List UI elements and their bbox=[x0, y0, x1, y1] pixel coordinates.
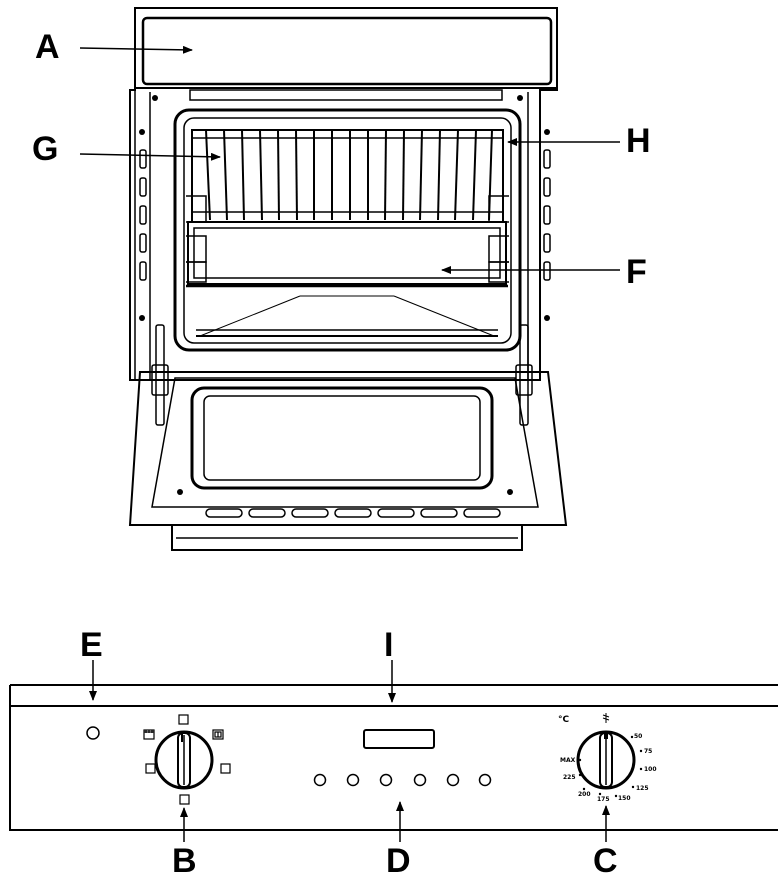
callout-a-arrow bbox=[79, 45, 193, 54]
door-hinges bbox=[151, 324, 533, 426]
control-button-3[interactable] bbox=[379, 773, 393, 787]
control-panel bbox=[9, 684, 778, 831]
baking-tray bbox=[186, 221, 508, 288]
fan-symbol-icon bbox=[145, 763, 156, 774]
shelf-guides bbox=[186, 195, 509, 283]
callout-a: A bbox=[35, 28, 60, 66]
door-screws bbox=[177, 489, 513, 495]
thermostat-mark-100: 100 bbox=[644, 766, 657, 773]
thermostat-mark-50: 50 bbox=[634, 733, 642, 740]
thermostat-mark-175: 175 bbox=[597, 796, 610, 803]
callout-h: H bbox=[626, 122, 651, 160]
top-heat-symbol-icon bbox=[143, 729, 155, 740]
oven-cabinet bbox=[129, 7, 558, 381]
function-selector-knob[interactable] bbox=[154, 730, 214, 790]
callout-g-arrow bbox=[79, 152, 221, 161]
thermostat-mark-200: 200 bbox=[578, 791, 591, 798]
control-button-4[interactable] bbox=[413, 773, 427, 787]
thermostat-mark-150: 150 bbox=[618, 795, 631, 802]
callout-e: E bbox=[80, 626, 103, 664]
defrost-symbol-icon bbox=[179, 794, 190, 805]
thermostat-scale: °C 50 75 100 125 150 175 200 225 MAX bbox=[558, 713, 657, 803]
callout-g: G bbox=[32, 130, 58, 168]
callout-d: D bbox=[386, 842, 411, 880]
callout-i: I bbox=[384, 626, 393, 664]
thermostat-mark-125: 125 bbox=[636, 785, 649, 792]
side-vents bbox=[139, 149, 551, 281]
thermostat-mark-max: MAX bbox=[560, 757, 576, 764]
oven-door bbox=[128, 371, 568, 551]
grill-symbol-icon bbox=[212, 729, 224, 740]
control-button-2[interactable] bbox=[346, 773, 360, 787]
control-button-1[interactable] bbox=[313, 773, 327, 787]
bottom-heat-symbol-icon bbox=[220, 763, 231, 774]
timer-display bbox=[363, 729, 435, 749]
cabinet-screws bbox=[139, 95, 550, 321]
function-symbols bbox=[143, 714, 231, 805]
thermostat-unit-label: °C bbox=[558, 715, 570, 725]
thermostat-mark-225: 225 bbox=[563, 774, 576, 781]
thermostat-mark-75: 75 bbox=[644, 748, 652, 755]
door-vents bbox=[205, 508, 501, 518]
lamp-symbol-icon bbox=[178, 714, 189, 725]
control-buttons bbox=[313, 773, 492, 787]
oven-cavity bbox=[173, 108, 522, 352]
wire-rack bbox=[191, 129, 504, 223]
control-button-5[interactable] bbox=[446, 773, 460, 787]
control-button-6[interactable] bbox=[478, 773, 492, 787]
top-control-strip bbox=[134, 7, 558, 101]
callout-c: C bbox=[593, 842, 618, 880]
callout-f: F bbox=[626, 253, 647, 291]
lamp-position-icon bbox=[602, 713, 610, 723]
callout-b: B bbox=[172, 842, 197, 880]
thermostat-knob[interactable] bbox=[576, 730, 636, 790]
indicator-lamp bbox=[86, 726, 100, 740]
